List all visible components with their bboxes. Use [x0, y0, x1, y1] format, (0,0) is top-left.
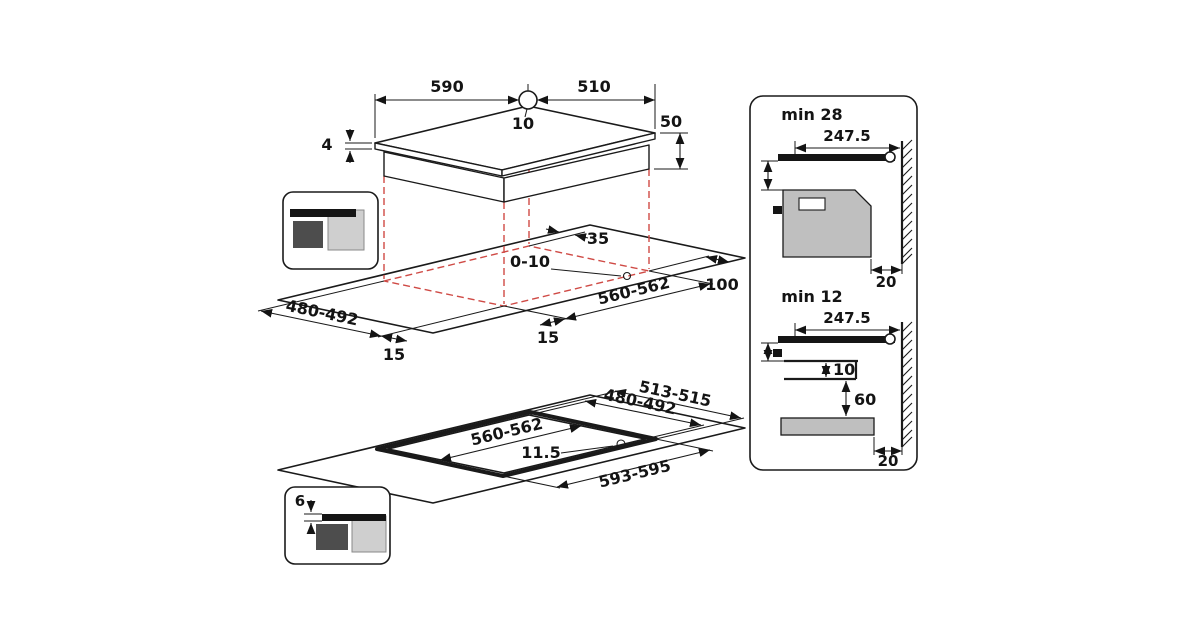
dim-flush-glass-depth: 6 — [295, 492, 305, 510]
cabinet-section-icon — [316, 524, 348, 550]
dim-oven-clearance: min 28 — [781, 105, 842, 124]
hole-marker — [518, 90, 538, 110]
dim-flush-corner-radius: 11.5 — [521, 443, 560, 462]
hob-profile — [778, 336, 895, 343]
hob-isometric: 590 510 10 4 50 — [321, 77, 688, 203]
dim-drawer-wall-distance: 247.5 — [823, 309, 870, 327]
hole-marker — [884, 151, 896, 163]
dim-hob-height: 50 — [660, 112, 682, 131]
detail-callout-overlap — [282, 191, 379, 270]
dim-side-clearance-left: 15 — [383, 345, 405, 364]
hob-body-right-face — [503, 144, 650, 203]
dim-oven-rear-gap: 20 — [876, 273, 897, 291]
section-drawer: min 12 247.5 10 60 20 — [761, 287, 913, 470]
dim-side-clearance-right: 15 — [537, 328, 559, 347]
worktop-section-icon — [290, 209, 356, 217]
flush-cutout-view: 560-562 11.5 480-492 513-515 593-595 — [277, 377, 746, 504]
oven-vent — [798, 197, 826, 211]
dim-back-clearance: 35 — [587, 229, 609, 248]
dim-drawer-clearance: min 12 — [781, 287, 842, 306]
section-views-panel: min 28 247.5 20 min 12 247.5 — [749, 95, 918, 471]
wall-hatch — [901, 321, 913, 448]
dim-glass-thickness: 4 — [321, 135, 332, 154]
dim-front-clearance: 100 — [705, 275, 738, 294]
hob-section-icon — [351, 515, 387, 553]
dim-oven-wall-distance: 247.5 — [823, 127, 870, 145]
worktop-section-icon — [322, 514, 386, 521]
section-oven: min 28 247.5 20 — [761, 105, 913, 291]
fixing-tab — [773, 206, 782, 214]
worktop-surface — [277, 224, 746, 334]
oven-box — [782, 189, 872, 258]
dim-shelf-gap: 10 — [833, 360, 855, 379]
dim-hole-diameter: 10 — [512, 114, 534, 133]
hob-glass-edge-right — [501, 132, 656, 177]
drawer-box — [780, 417, 875, 436]
wall-hatch — [901, 139, 913, 265]
cabinet-section-icon — [293, 221, 323, 248]
fixing-tab — [773, 349, 782, 357]
detail-callout-flush: 6 — [284, 486, 391, 565]
dim-hob-width: 590 — [430, 77, 463, 96]
hob-dimensions: 590 510 10 4 50 — [321, 77, 688, 170]
dim-hob-depth: 510 — [577, 77, 610, 96]
dim-drawer-rear-gap: 20 — [878, 452, 899, 470]
hole-marker — [884, 333, 896, 345]
worktop-cutout-view: 35 0-10 100 480-492 15 560-562 1 — [257, 143, 746, 364]
hob-profile — [778, 154, 895, 161]
dim-overhang-play: 0-10 — [510, 252, 550, 271]
cutout-outline-dashed — [383, 245, 650, 307]
dim-drawer-gap: 60 — [854, 390, 876, 409]
